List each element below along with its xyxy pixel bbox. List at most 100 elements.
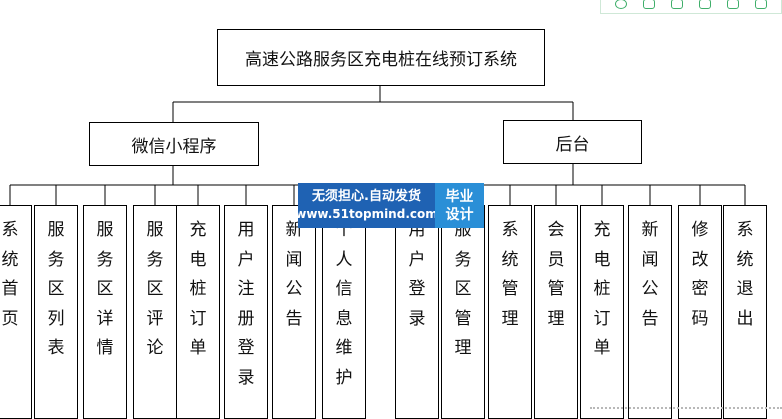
leaf-node: 会员管理 bbox=[534, 205, 578, 419]
save-icon[interactable] bbox=[643, 0, 655, 9]
branch-node-admin: 后台 bbox=[503, 120, 642, 164]
leaf-node: 系统管理 bbox=[488, 205, 532, 419]
leaf-char: 统 bbox=[736, 249, 754, 270]
leaf-char: 注 bbox=[237, 279, 255, 299]
print-icon[interactable] bbox=[699, 0, 711, 9]
leaf-node: 系统退出 bbox=[723, 205, 767, 419]
leaf-char: 员 bbox=[547, 249, 565, 270]
leaf-char: 护 bbox=[335, 367, 353, 388]
root-node: 高速公路服务区充电桩在线预订系统 bbox=[217, 29, 545, 86]
leaf-char: 务 bbox=[47, 249, 65, 270]
leaf-char: 订 bbox=[189, 308, 207, 329]
watermark-url: www.51topmind.com bbox=[295, 207, 438, 221]
leaf-char: 页 bbox=[1, 308, 19, 329]
leaf-node: 服务区列表 bbox=[34, 205, 78, 419]
leaf-node: 个人信息维护 bbox=[322, 205, 366, 419]
leaf-char: 区 bbox=[146, 279, 164, 299]
leaf-char: 首 bbox=[1, 279, 19, 299]
leaf-char: 统 bbox=[1, 249, 19, 270]
leaf-char: 电 bbox=[189, 249, 207, 270]
leaf-char: 评 bbox=[146, 308, 164, 329]
leaf-char: 管 bbox=[454, 308, 472, 329]
leaf-char: 改 bbox=[691, 249, 709, 270]
leaf-char: 退 bbox=[736, 279, 754, 299]
leaf-char: 区 bbox=[47, 279, 65, 299]
leaf-char: 务 bbox=[454, 249, 472, 270]
watermark-badge-line2: 设计 bbox=[445, 206, 474, 223]
leaf-char: 桩 bbox=[593, 279, 611, 299]
leaf-char: 用 bbox=[237, 220, 255, 240]
leaf-char: 理 bbox=[501, 308, 519, 329]
watermark-banner: 无须担心.自动发货 www.51topmind.com 毕业 设计 bbox=[295, 183, 484, 228]
scroll-edge-dash bbox=[590, 407, 782, 409]
leaf-node: 充电桩订单 bbox=[176, 205, 220, 419]
leaf-char: 新 bbox=[641, 220, 659, 240]
leaf-char: 订 bbox=[593, 308, 611, 329]
leaf-char: 表 bbox=[47, 338, 65, 358]
leaf-char: 系 bbox=[501, 220, 519, 240]
leaf-char: 服 bbox=[47, 220, 65, 240]
leaf-char: 充 bbox=[189, 220, 207, 240]
leaf-char: 管 bbox=[547, 279, 565, 299]
leaf-char: 册 bbox=[237, 308, 255, 329]
leaf-char: 维 bbox=[335, 338, 353, 358]
leaf-char: 信 bbox=[335, 279, 353, 299]
leaf-char: 列 bbox=[47, 308, 65, 329]
leaf-node: 服务区评论 bbox=[133, 205, 177, 419]
leaf-node: 修改密码 bbox=[678, 205, 722, 419]
leaf-node: 服务区管理 bbox=[441, 205, 485, 419]
leaf-char: 区 bbox=[96, 279, 114, 299]
leaf-char: 理 bbox=[547, 308, 565, 329]
leaf-node: 用户登录 bbox=[395, 205, 439, 419]
leaf-node: 服务区详情 bbox=[83, 205, 127, 419]
leaf-char: 统 bbox=[501, 249, 519, 270]
leaf-char: 系 bbox=[736, 220, 754, 240]
leaf-node: 充电桩订单 bbox=[580, 205, 624, 419]
copy-icon[interactable] bbox=[755, 0, 767, 9]
leaf-char: 息 bbox=[335, 308, 353, 329]
branch-label: 微信小程序 bbox=[131, 136, 217, 157]
expand-icon[interactable] bbox=[671, 0, 683, 9]
leaf-char: 服 bbox=[96, 220, 114, 240]
toolbar bbox=[600, 0, 782, 14]
export-icon[interactable] bbox=[727, 0, 739, 9]
zoom-icon[interactable] bbox=[615, 0, 627, 9]
watermark-line1: 无须担心.自动发货 bbox=[312, 189, 421, 204]
leaf-char: 公 bbox=[285, 279, 303, 299]
leaf-char: 告 bbox=[641, 308, 659, 329]
leaf-char: 充 bbox=[593, 220, 611, 240]
leaf-char: 详 bbox=[96, 308, 114, 329]
leaf-node: 用户注册登录 bbox=[224, 205, 268, 419]
leaf-char: 电 bbox=[593, 249, 611, 270]
branch-label: 后台 bbox=[555, 134, 590, 155]
branch-node-wechat: 微信小程序 bbox=[89, 122, 259, 166]
leaf-char: 户 bbox=[408, 249, 426, 270]
leaf-char: 单 bbox=[189, 338, 207, 358]
leaf-char: 密 bbox=[691, 279, 709, 299]
leaf-char: 登 bbox=[408, 279, 426, 299]
leaf-char: 出 bbox=[736, 308, 754, 329]
leaf-char: 单 bbox=[593, 338, 611, 358]
watermark-text: 无须担心.自动发货 www.51topmind.com bbox=[295, 183, 438, 228]
leaf-char: 务 bbox=[96, 249, 114, 270]
leaf-char: 系 bbox=[1, 220, 19, 240]
leaf-char: 闻 bbox=[641, 249, 659, 270]
leaf-char: 会 bbox=[547, 220, 565, 240]
leaf-char: 公 bbox=[641, 279, 659, 299]
leaf-char: 告 bbox=[285, 308, 303, 329]
leaf-char: 码 bbox=[691, 308, 709, 329]
leaf-char: 户 bbox=[237, 249, 255, 270]
root-label: 高速公路服务区充电桩在线预订系统 bbox=[245, 50, 517, 70]
watermark-badge-line1: 毕业 bbox=[445, 188, 474, 205]
leaf-char: 修 bbox=[691, 220, 709, 240]
leaf-char: 管 bbox=[501, 279, 519, 299]
leaf-node: 新闻公告 bbox=[272, 205, 316, 419]
leaf-char: 服 bbox=[146, 220, 164, 240]
leaf-char: 登 bbox=[237, 338, 255, 358]
leaf-char: 闻 bbox=[285, 249, 303, 270]
leaf-char: 论 bbox=[146, 338, 164, 358]
leaf-char: 人 bbox=[335, 249, 353, 270]
leaf-char: 务 bbox=[146, 249, 164, 270]
leaf-char: 区 bbox=[454, 279, 472, 299]
